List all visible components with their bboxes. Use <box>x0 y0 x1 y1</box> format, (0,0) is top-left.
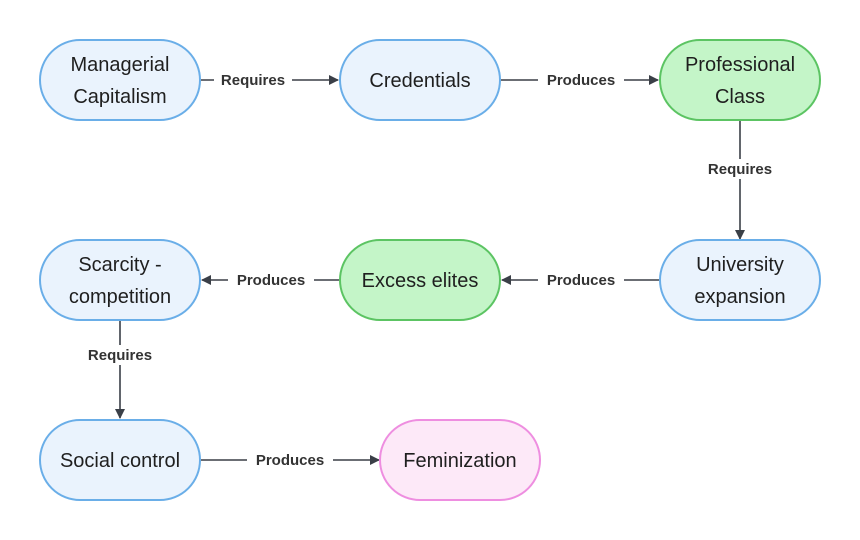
edge-scarcity-to-social-control: Requires <box>80 321 160 419</box>
node-label-line: Capitalism <box>73 86 166 108</box>
node-label-line: Professional <box>685 54 795 76</box>
node-label-line: University <box>696 254 784 276</box>
edge-label-requires: Requires <box>88 347 152 364</box>
edge-label-produces: Produces <box>547 72 615 89</box>
node-label-line: Excess elites <box>362 270 479 292</box>
edge-credentials-to-professional: Produces <box>501 70 659 90</box>
node-label-line: Social control <box>60 450 180 472</box>
edge-label-produces: Produces <box>237 272 305 289</box>
edge-university-to-excess: Produces <box>501 270 659 290</box>
node-university-expansion[interactable]: University expansion <box>659 239 821 321</box>
node-feminization[interactable]: Feminization <box>379 419 541 501</box>
node-label-line: expansion <box>694 286 785 308</box>
node-professional-class[interactable]: Professional Class <box>659 39 821 121</box>
edge-label-requires: Requires <box>221 72 285 89</box>
edge-professional-to-university: Requires <box>700 121 780 240</box>
node-label-line: Feminization <box>403 450 516 472</box>
node-label-line: Scarcity - <box>78 254 161 276</box>
node-label-line: competition <box>69 286 171 308</box>
edge-excess-to-scarcity: Produces <box>201 270 339 290</box>
edge-label-produces: Produces <box>547 272 615 289</box>
node-label-line: Managerial <box>71 54 170 76</box>
node-excess-elites[interactable]: Excess elites <box>339 239 501 321</box>
edge-managerial-to-credentials: Requires <box>201 70 339 90</box>
node-label-line: Class <box>715 86 765 108</box>
node-managerial-capitalism[interactable]: Managerial Capitalism <box>39 39 201 121</box>
node-scarcity-competition[interactable]: Scarcity - competition <box>39 239 201 321</box>
edge-label-requires: Requires <box>708 161 772 178</box>
edge-social-control-to-feminization: Produces <box>201 450 380 470</box>
node-label-line: Credentials <box>369 70 470 92</box>
node-social-control[interactable]: Social control <box>39 419 201 501</box>
edge-label-produces: Produces <box>256 452 324 469</box>
node-credentials[interactable]: Credentials <box>339 39 501 121</box>
